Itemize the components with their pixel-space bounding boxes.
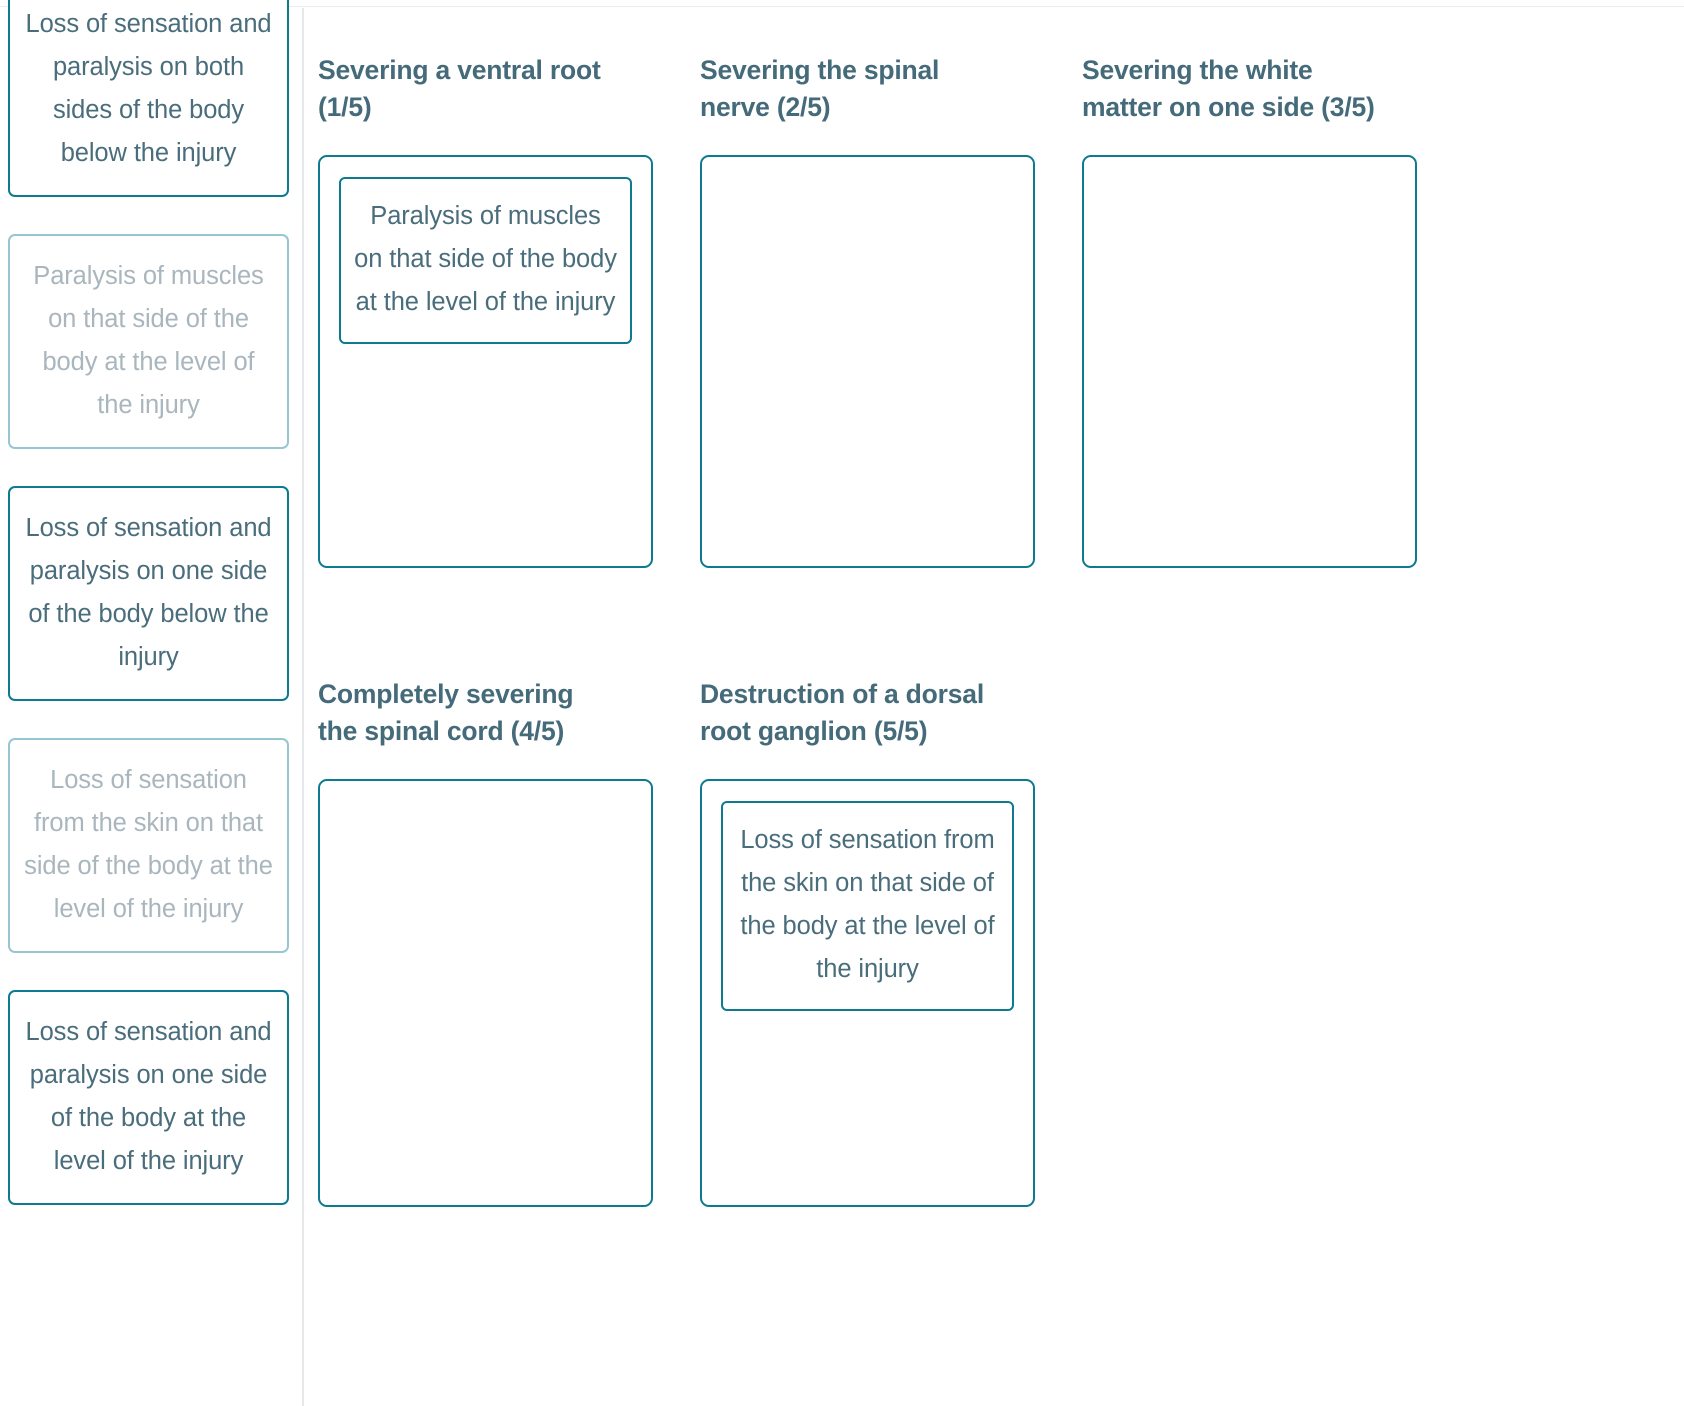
drop-zone-empty[interactable]: [700, 155, 1035, 568]
drop-zone-filled[interactable]: Paralysis of muscles on that side of the…: [318, 155, 653, 568]
prompt-slot-column: Severing the spinal nerve (2/5): [700, 44, 1082, 568]
answer-tile: Loss of sensation from the skin on that …: [8, 738, 289, 953]
answer-bank-panel: Loss of sensation and paralysis on both …: [0, 0, 296, 1406]
answer-bank-list[interactable]: Loss of sensation and paralysis on both …: [0, 0, 296, 1242]
prompt-heading: Severing a ventral root (1/5): [318, 55, 601, 122]
prompt-slot-column: Destruction of a dorsal root ganglion (5…: [700, 668, 1082, 1207]
answer-tile[interactable]: Loss of sensation and paralysis on both …: [8, 0, 289, 197]
drop-zone-filled[interactable]: Loss of sensation from the skin on that …: [700, 779, 1035, 1207]
placed-answer-tile[interactable]: Paralysis of muscles on that side of the…: [339, 177, 632, 344]
drop-zone-empty[interactable]: [1082, 155, 1417, 568]
answer-tile: Paralysis of muscles on that side of the…: [8, 234, 289, 449]
answer-tile[interactable]: Loss of sensation and paralysis on one s…: [8, 486, 289, 701]
prompt-heading: Destruction of a dorsal root ganglion (5…: [700, 679, 985, 746]
panel-divider: [302, 8, 304, 1406]
prompt-slot-column: Completely severing the spinal cord (4/5…: [318, 668, 700, 1207]
prompt-heading: Severing the spinal nerve (2/5): [700, 55, 940, 122]
prompt-heading: Completely severing the spinal cord (4/5…: [318, 679, 574, 746]
answer-tile[interactable]: Loss of sensation and paralysis on one s…: [8, 990, 289, 1205]
board-row: Severing a ventral root (1/5) Paralysis o…: [318, 44, 1684, 568]
prompt-heading: Severing the white matter on one side (3…: [1082, 55, 1375, 122]
prompt-slot-column: Severing the white matter on one side (3…: [1082, 44, 1464, 568]
placed-answer-tile[interactable]: Loss of sensation from the skin on that …: [721, 801, 1014, 1011]
prompt-slot-column: Severing a ventral root (1/5) Paralysis o…: [318, 44, 700, 568]
top-divider-rule: [0, 6, 1684, 7]
drop-zone-empty[interactable]: [318, 779, 653, 1207]
drop-target-board: Severing a ventral root (1/5) Paralysis o…: [318, 0, 1684, 1406]
board-row: Completely severing the spinal cord (4/5…: [318, 668, 1684, 1207]
